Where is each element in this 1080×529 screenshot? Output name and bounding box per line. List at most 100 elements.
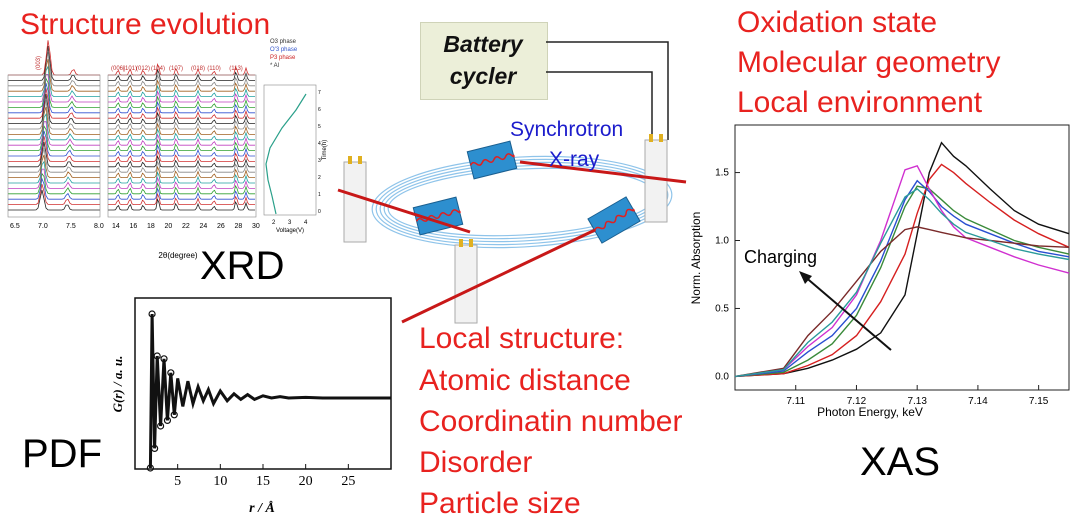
xas-info-1: Oxidation state (737, 6, 938, 39)
xas-info-2: Molecular geometry (737, 46, 1001, 79)
pdf-point (170, 411, 178, 419)
xray-label: X-ray (549, 148, 600, 171)
xas-plot-frame (734, 124, 1070, 391)
pdf-point (160, 355, 168, 363)
xas-x-tick-label: 7.12 (847, 396, 867, 407)
pdf-series (146, 310, 391, 472)
xrd-mid-pattern (108, 106, 255, 119)
xrd-mid-pattern (108, 192, 255, 205)
xas-xlabel: Photon Energy, keV (817, 405, 923, 419)
xas-x-tick-label: 7.14 (968, 396, 988, 407)
voltage-x-tick-label: 2 (272, 220, 276, 226)
voltage-y-tick-label: 5 (318, 124, 321, 130)
pdf-curve (148, 313, 391, 469)
xrd-left-tick-label: 6.5 (10, 223, 20, 230)
xrd-left-pattern (8, 112, 100, 141)
xas-ylabel: Norm. Absorption (689, 212, 703, 305)
xrd-left-pattern (8, 88, 100, 119)
xrd-left-pattern (8, 130, 100, 157)
pdf-point (146, 464, 154, 472)
xrd-mid-pattern (108, 117, 255, 130)
xas-y-tick-label: 1.0 (715, 236, 729, 247)
pdf-label: PDF (22, 432, 102, 476)
xrd-mid-pattern (108, 100, 255, 114)
xrd-left-frame (7, 74, 101, 218)
xrd-left-pattern (8, 93, 100, 124)
xrd-left-pattern (8, 136, 100, 162)
xas-series-line-4 (734, 179, 1070, 378)
xrd-mid-pattern (108, 68, 255, 81)
xrd-left-pattern (8, 160, 100, 184)
xrd-mid-pattern (108, 165, 255, 178)
pdf-point (163, 416, 172, 424)
xrd-left-pattern (8, 184, 100, 205)
pdf-x-tick-label: 20 (299, 474, 313, 489)
beam-top (519, 160, 687, 184)
pdf-info-3: Coordinatin number (419, 405, 683, 438)
pdf-point (167, 369, 175, 377)
xrd-left-pattern (8, 172, 100, 195)
battery-cell-left (343, 156, 367, 243)
xrd-mid-tick-label: 20 (165, 223, 173, 230)
xrd-peak-label: (018) (191, 66, 205, 72)
xrd-left-pattern (8, 189, 100, 211)
xrd-left-pattern (8, 45, 100, 81)
xrd-mid-tick-label: 18 (147, 223, 155, 230)
xrd-mid-pattern (108, 95, 255, 108)
xrd-mid-pattern (108, 149, 255, 162)
xrd-mid-tick-label: 14 (112, 223, 120, 230)
xrd-xlabel: 2θ(degree) (158, 251, 197, 260)
xrd-mid-pattern (108, 181, 255, 195)
pdf-x-tick-label: 5 (174, 474, 181, 489)
xrd-mid-pattern (108, 171, 255, 184)
xas-series-line-2 (734, 163, 1070, 378)
xrd-peak-label: (110) (207, 66, 221, 72)
pdf-info-1: Local structure: (419, 322, 625, 355)
xrd-mid-pattern (108, 111, 255, 124)
pdf-xlabel: r / Å (249, 500, 275, 516)
xas-series-line-7 (734, 188, 1070, 378)
charging-arrowhead (799, 271, 812, 284)
voltage-y-tick-label: 0 (318, 209, 321, 215)
xrd-mid-frame (107, 74, 257, 218)
pdf-plot-frame (134, 297, 392, 470)
xrd-mid-pattern (108, 133, 255, 146)
xrd-left-tick-label: 7.0 (38, 223, 48, 230)
xrd-mid-pattern (108, 90, 255, 103)
xrd-left-pattern (8, 148, 100, 173)
xrd-left-pattern (8, 106, 100, 135)
xrd-left-pattern (8, 65, 100, 97)
voltage-y-tick-label: 4 (318, 141, 321, 147)
cable-2 (546, 71, 653, 140)
xrd-peak-label: (113) (229, 66, 243, 72)
battery-cycler-label: Battery cycler (420, 28, 546, 92)
xas-series (734, 141, 1070, 378)
xrd-left-pattern (8, 82, 100, 114)
undulator-top (466, 140, 518, 180)
voltage-y-tick-label: 3 (318, 158, 321, 164)
battery-cycler-line1: Battery (443, 31, 523, 57)
voltage-ylabel: Time(h) (322, 140, 328, 160)
legend-al: * Al (270, 63, 280, 69)
voltage-x-tick-label: 4 (304, 220, 308, 226)
xrd-left-pattern (8, 100, 100, 130)
voltage-x-tick-label: 3 (288, 220, 292, 226)
battery-cell-bottom (454, 239, 478, 324)
xrd-left-pattern (8, 59, 100, 92)
xrd-mid-tick-label: 22 (182, 223, 190, 230)
pdf-ylabel: G(r) / a. u. (110, 356, 125, 413)
xas-series-line-1 (734, 141, 1070, 378)
xrd-legend: O3 phase O'3 phase P3 phase * Al (270, 38, 297, 70)
xrd-peak-label: (101) (123, 66, 137, 72)
pdf-x-tick-label: 10 (213, 474, 227, 489)
xas-y-tick-label: 0.0 (715, 371, 729, 382)
xrd-mid-tick-label: 28 (235, 223, 243, 230)
xas-series-line-5 (734, 164, 1070, 378)
